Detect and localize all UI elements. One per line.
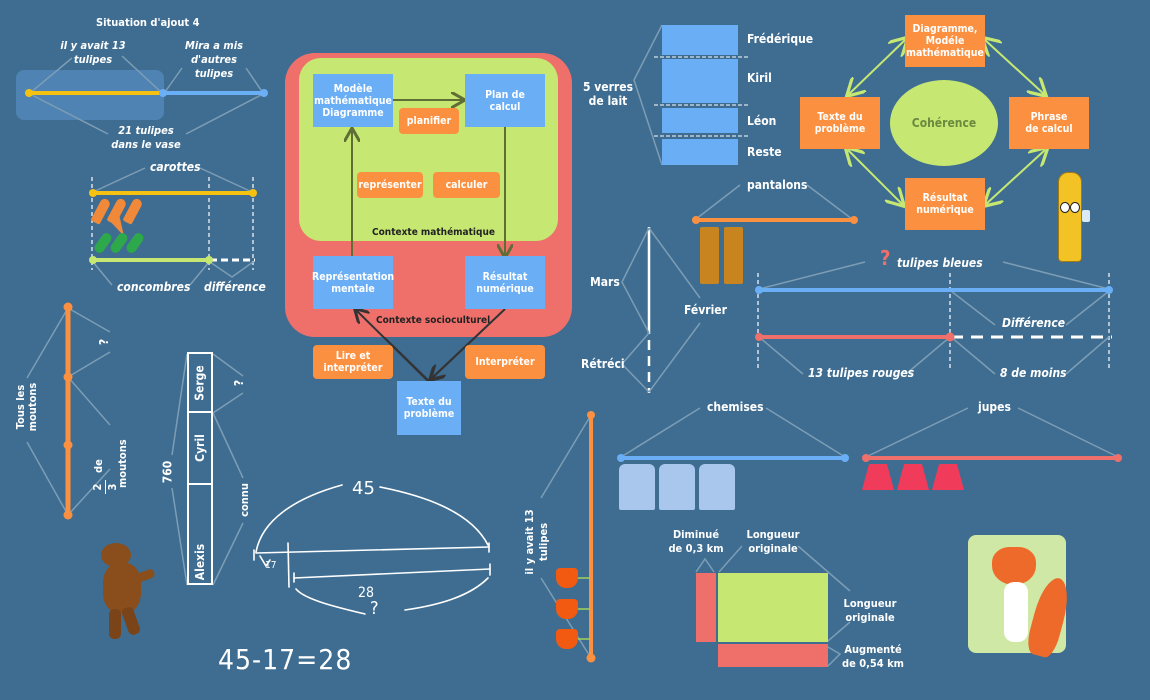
verre-segment — [662, 59, 738, 103]
moins-label: 8 de moins — [1000, 366, 1067, 380]
coherence-top-box: Diagramme, Modéle mathématique — [905, 15, 985, 67]
tulipes-rouges-label: 13 tulipes rouges — [808, 366, 915, 380]
plan-action: planifier — [399, 108, 459, 134]
tulipes-bleues-label: tulipes bleues — [897, 256, 983, 270]
situation-title: Situation d'ajout 4 — [96, 16, 200, 29]
pantalons-label: pantalons — [747, 178, 808, 192]
numeric-result-box: Résultat numérique — [465, 256, 545, 309]
known-label: connu — [237, 483, 251, 517]
jupes-label: jupes — [978, 400, 1011, 414]
shirt-icon — [659, 464, 695, 510]
tous-moutons-label: Tous les moutons — [14, 382, 39, 432]
verre-segment — [662, 25, 738, 55]
fraction-numerator: 2 — [91, 483, 104, 491]
tulip-icon — [556, 629, 578, 649]
mars-label: Mars — [590, 275, 620, 289]
fraction-unit: moutons — [116, 439, 129, 488]
bear-image — [95, 543, 157, 641]
names-total: 760 — [160, 460, 175, 484]
question-mark: ? — [880, 246, 891, 270]
side-length-label: Longueur originale — [843, 597, 897, 624]
math-model-box: Modèle mathématique Diagramme — [313, 74, 393, 127]
shirt-icon — [619, 464, 655, 510]
concombres-label: concombres — [117, 280, 191, 294]
coherence-bottom-box: Résultat numérique — [905, 178, 985, 230]
coherence-ellipse: Cohérence — [890, 80, 998, 166]
handwritten-part: 17 — [265, 560, 277, 571]
moutons-question: ? — [97, 338, 112, 346]
tulipes-vertical-label: il y avait 13 tulipes — [523, 509, 550, 575]
noodle-mascot-image — [1052, 172, 1092, 262]
read-action: Lire et interpréter — [313, 345, 393, 379]
name-segment-serge: Serge — [189, 354, 211, 413]
top-length-label: Longueur originale — [746, 528, 800, 555]
difference-label: différence — [204, 280, 266, 294]
names-question: ? — [232, 379, 247, 387]
segment-label: Serge — [193, 364, 208, 401]
handwritten-equation: 45-17=28 — [218, 643, 353, 676]
retreci-label: Rétréci — [581, 357, 625, 371]
increase-label: Augmenté de 0,54 km — [842, 643, 904, 670]
problem-text-box: Texte du problème — [397, 381, 461, 435]
situation-left-label: il y avait 13 tulipes — [60, 39, 126, 66]
verre-row-label: Léon — [747, 114, 777, 128]
point — [25, 89, 33, 97]
fox-image — [962, 527, 1074, 660]
coherence-right-box: Phrase de calcul — [1009, 97, 1089, 149]
segment-label: Alexis — [193, 543, 207, 581]
situation-right-label: Mira a mis d'autres tulipes — [185, 39, 243, 80]
decrease-strip — [696, 573, 716, 642]
fraction-label: 2 3 de moutons — [90, 420, 130, 500]
point — [159, 89, 167, 97]
decrease-label: Diminué de 0,3 km — [668, 528, 724, 555]
name-segment-cyril: Cyril — [189, 413, 211, 485]
verre-row-label: Frédérique — [747, 32, 814, 46]
names-bar: Serge Cyril Alexis — [187, 352, 213, 585]
fraction-suffix: de — [92, 459, 105, 473]
handwritten-answer: 28 — [358, 585, 375, 601]
verres-label: 5 verres de lait — [582, 80, 634, 108]
tulip-icon — [556, 568, 578, 588]
socio-context-label: Contexte socioculturel — [376, 315, 491, 326]
difference-label: Différence — [1002, 316, 1066, 330]
coherence-label: Cohérence — [911, 116, 977, 130]
pants-icon — [724, 227, 743, 284]
represent-action: représenter — [357, 172, 423, 198]
original-area — [718, 573, 828, 642]
coherence-left-box: Texte du problème — [800, 97, 880, 149]
fevrier-label: Février — [684, 303, 727, 317]
verre-segment — [662, 108, 738, 133]
pants-icon — [700, 227, 719, 284]
segment-label: Cyril — [193, 434, 207, 462]
verre-row-label: Reste — [747, 145, 782, 159]
situation-bottom-label: 21 tulipes dans le vase — [111, 124, 181, 151]
calc-plan-box: Plan de calcul — [465, 74, 545, 127]
point — [260, 89, 268, 97]
handwritten-total: 45 — [352, 478, 375, 499]
chemises-label: chemises — [707, 400, 764, 414]
handwritten-question: ? — [370, 598, 379, 619]
shirt-icon — [699, 464, 735, 510]
calculate-action: calculer — [433, 172, 500, 198]
tulip-icon — [556, 599, 578, 619]
interpret-action: Interpréter — [465, 345, 545, 379]
increase-strip — [718, 644, 828, 667]
math-context-label: Contexte mathématique — [372, 227, 495, 238]
mental-rep-box: Représentation mentale — [312, 256, 394, 309]
carottes-label: carottes — [150, 160, 201, 174]
verre-row-label: Kiril — [747, 71, 772, 85]
verre-segment — [662, 139, 738, 165]
name-segment-alexis: Alexis — [189, 485, 211, 583]
